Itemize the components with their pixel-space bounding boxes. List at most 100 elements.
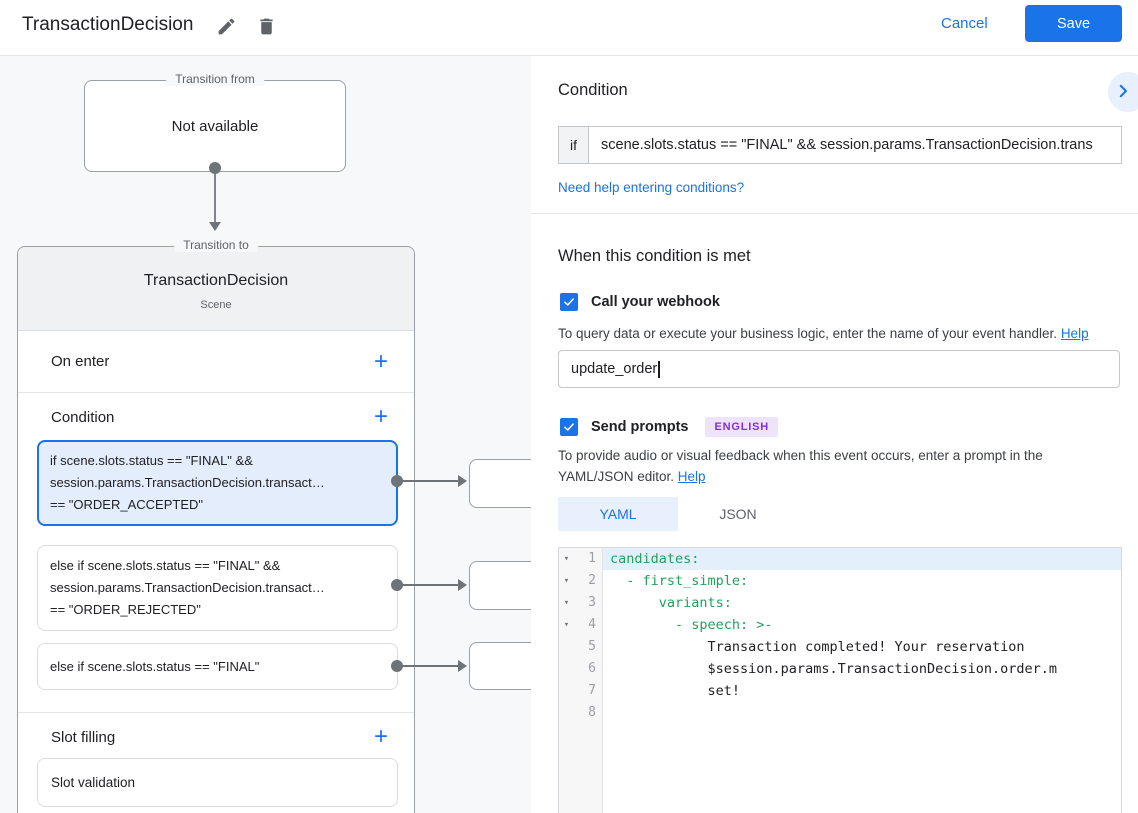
connector-line (402, 584, 459, 586)
edit-button[interactable] (210, 12, 242, 44)
scene-type: Scene (200, 299, 232, 311)
code-text: set! (610, 683, 741, 699)
add-on-enter-button[interactable]: + (373, 347, 388, 375)
code-text (603, 724, 1121, 813)
condition-line: == "ORDER_REJECTED" (50, 602, 201, 617)
connector-dot (209, 162, 221, 174)
slot-filling-label: Slot filling (51, 728, 116, 746)
on-enter-label: On enter (51, 353, 110, 370)
webhook-name-input[interactable]: update_order (558, 350, 1120, 388)
condition-section: Condition + (18, 393, 414, 713)
condition-line: else if scene.slots.status == "FINAL" && (50, 558, 281, 573)
condition-section-label: Condition (51, 408, 115, 426)
fold-icon[interactable]: ▾ (563, 576, 570, 586)
transition-target-box[interactable] (469, 561, 531, 610)
webhook-name-value: update_order (571, 361, 658, 377)
connector-line (402, 665, 459, 667)
arrow-right-icon (458, 660, 467, 672)
when-condition-title: When this condition is met (558, 247, 751, 265)
language-badge: ENGLISH (705, 417, 778, 437)
code-line[interactable]: ▾3 variants: (559, 592, 1121, 614)
fold-icon[interactable]: ▾ (563, 620, 570, 630)
connector-line (214, 174, 216, 223)
code-line[interactable]: ▾4 - speech: >- (559, 614, 1121, 636)
code-line[interactable] (559, 724, 1121, 813)
code-line[interactable]: 7 set! (559, 680, 1121, 702)
tab-yaml[interactable]: YAML (558, 497, 678, 531)
prompts-help-link[interactable]: Help (677, 469, 706, 484)
editor-tabs: YAML JSON (558, 497, 798, 531)
fold-icon[interactable]: ▾ (563, 598, 570, 608)
tab-json[interactable]: JSON (719, 506, 757, 522)
condition-expression-input[interactable]: scene.slots.status == "FINAL" && session… (589, 126, 1122, 164)
transition-to-legend: Transition to (174, 238, 258, 252)
prompts-checkbox[interactable] (560, 418, 578, 436)
panel-title: Condition (558, 81, 628, 99)
condition-item-final[interactable]: else if scene.slots.status == "FINAL" (37, 643, 398, 690)
webhook-checkbox[interactable] (560, 293, 578, 311)
condition-line: == "ORDER_ACCEPTED" (50, 497, 203, 512)
condition-detail-panel: Condition if scene.slots.status == "FINA… (531, 56, 1138, 813)
line-number: 8 (588, 705, 596, 720)
arrow-right-icon (458, 579, 467, 591)
chevron-right-icon (1108, 82, 1132, 103)
condition-line: else if scene.slots.status == "FINAL" (50, 658, 260, 674)
code-text: - speech: >- (610, 617, 773, 633)
line-number: 2 (588, 573, 596, 588)
condition-item-accepted[interactable]: if scene.slots.status == "FINAL" && sess… (37, 440, 398, 526)
divider (531, 213, 1138, 214)
conditions-help-link[interactable]: Need help entering conditions? (558, 180, 745, 195)
cancel-button[interactable]: Cancel (941, 15, 988, 32)
slot-validation-label: Slot validation (51, 775, 136, 790)
prompts-checkbox-row: Send prompts ENGLISH (560, 417, 778, 437)
code-text (603, 702, 1121, 724)
yaml-code-editor[interactable]: ▾1 candidates: ▾2 - first_simple: ▾3 var… (558, 547, 1122, 813)
code-line[interactable]: 8 (559, 702, 1121, 724)
on-enter-section: On enter + (18, 331, 414, 393)
code-line[interactable]: ▾2 - first_simple: (559, 570, 1121, 592)
condition-item-rejected[interactable]: else if scene.slots.status == "FINAL" &&… (37, 545, 398, 631)
line-number: 1 (588, 551, 596, 566)
webhook-label: Call your webhook (591, 294, 720, 310)
code-text: candidates: (603, 548, 1121, 570)
code-line[interactable]: 5 Transaction completed! Your reservatio… (559, 636, 1121, 658)
webhook-checkbox-row: Call your webhook (560, 293, 720, 311)
save-button[interactable]: Save (1025, 5, 1122, 42)
top-bar: TransactionDecision Cancel Save (0, 0, 1138, 56)
transition-to-card: Transition to TransactionDecision Scene … (17, 238, 415, 813)
page-title: TransactionDecision (22, 14, 194, 35)
collapse-panel-button[interactable] (1108, 72, 1138, 112)
transition-from-text: Not available (171, 117, 259, 135)
connector-dot (391, 579, 403, 591)
code-text: $session.params.TransactionDecision.orde… (610, 661, 1058, 677)
if-prefix: if (558, 126, 589, 164)
webhook-hint-text: To query data or execute your business l… (558, 326, 1061, 341)
code-line[interactable]: 6 $session.params.TransactionDecision.or… (559, 658, 1121, 680)
transition-target-box[interactable] (469, 459, 531, 508)
transition-target-box[interactable] (469, 642, 531, 690)
text-cursor (658, 360, 660, 378)
code-line[interactable]: ▾ 1 candidates: (559, 548, 1121, 570)
fold-icon[interactable]: ▾ (563, 554, 570, 564)
code-text: Transaction completed! Your reservation (610, 639, 1025, 655)
condition-line: if scene.slots.status == "FINAL" && (50, 453, 253, 468)
pencil-icon (216, 16, 237, 40)
line-number: 7 (588, 683, 596, 698)
code-text: variants: (610, 595, 732, 611)
webhook-hint: To query data or execute your business l… (558, 323, 1118, 344)
add-condition-button[interactable]: + (373, 403, 388, 430)
prompts-hint-text: To provide audio or visual feedback when… (558, 448, 1043, 484)
prompts-hint: To provide audio or visual feedback when… (558, 445, 1116, 487)
webhook-help-link[interactable]: Help (1060, 326, 1089, 341)
add-slot-button[interactable]: + (373, 723, 388, 750)
condition-expression-row: if scene.slots.status == "FINAL" && sess… (558, 126, 1122, 164)
line-number: 6 (588, 661, 596, 676)
delete-button[interactable] (250, 12, 282, 44)
connector-dot (391, 475, 403, 487)
slot-filling-section: Slot filling + (18, 713, 414, 761)
slot-validation-card[interactable]: Slot validation (37, 758, 398, 807)
trash-icon (256, 16, 277, 40)
transition-from-box: Transition from Not available (84, 72, 346, 172)
prompts-label: Send prompts (591, 419, 689, 435)
